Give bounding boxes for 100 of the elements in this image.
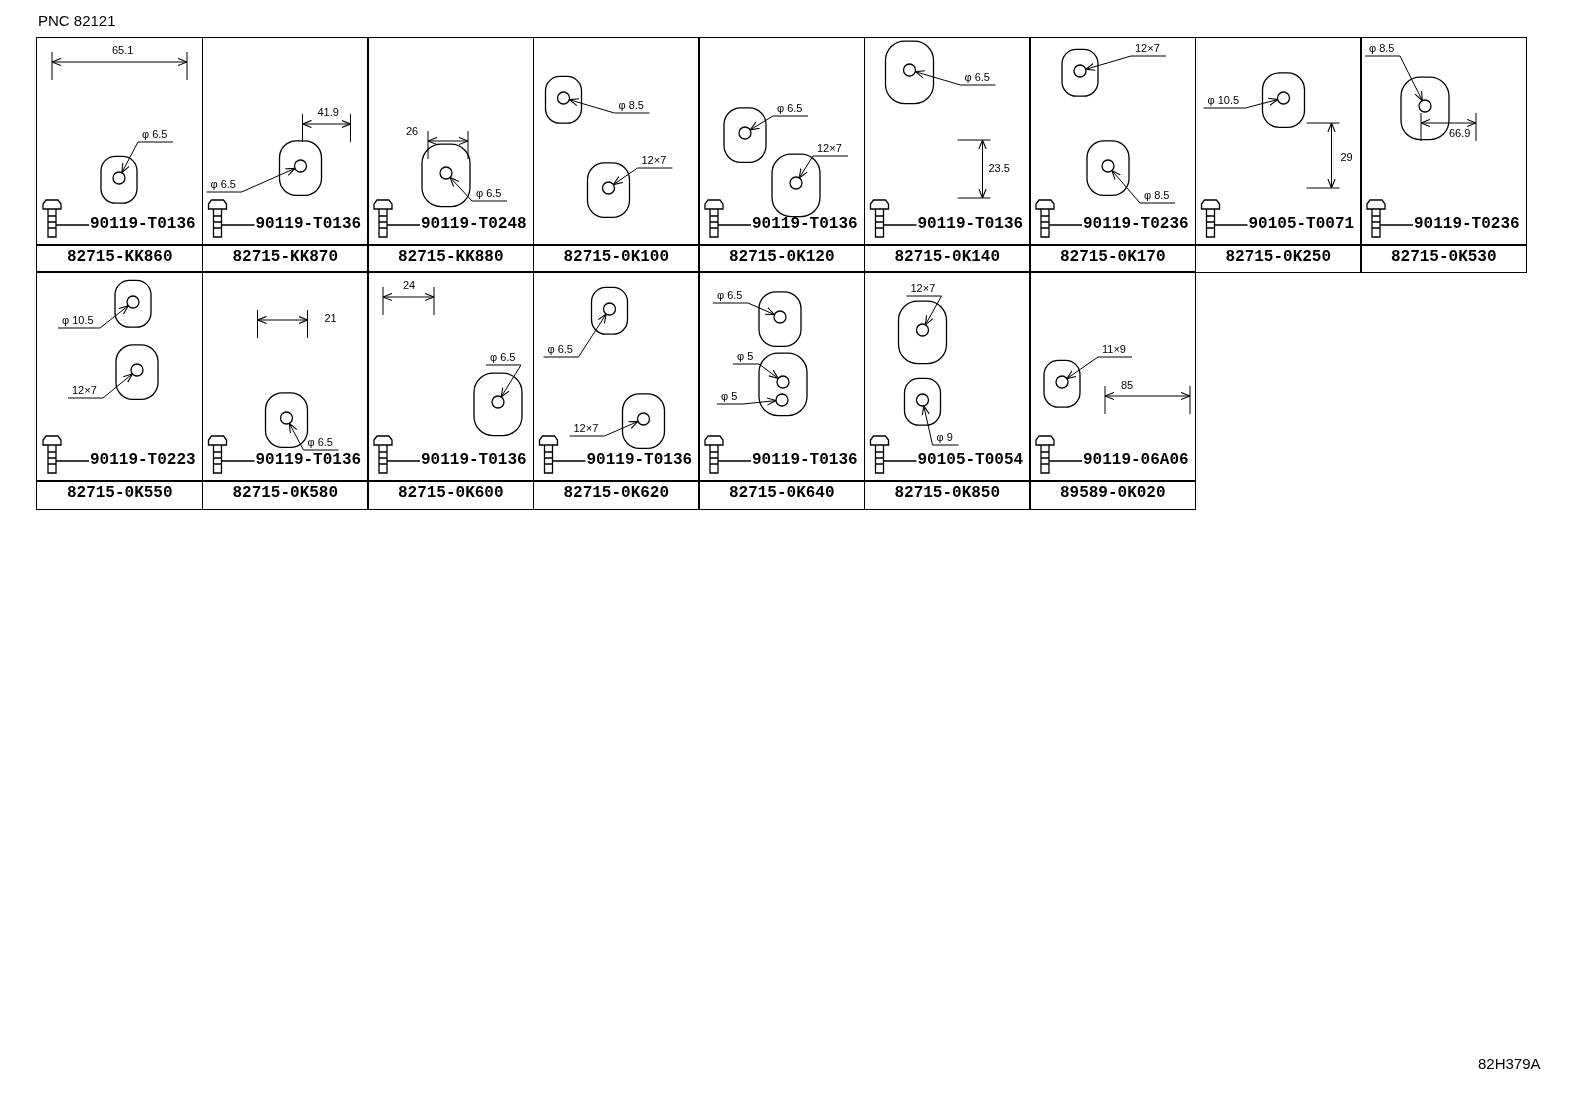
mounting-hole bbox=[789, 176, 803, 190]
mounting-hole bbox=[556, 91, 571, 105]
dimension-label: φ 5 bbox=[737, 350, 754, 363]
part-number: 82715-0K120 bbox=[698, 244, 866, 273]
diagram-title: PNC 82121 bbox=[38, 12, 116, 29]
leader-line bbox=[749, 115, 809, 131]
dimension-label: 23.5 bbox=[988, 162, 1010, 175]
leader-line bbox=[67, 373, 133, 399]
dimension-label: φ 6.5 bbox=[210, 178, 236, 191]
leader-line bbox=[543, 313, 607, 358]
mounting-hole bbox=[636, 412, 651, 426]
leader-line bbox=[1066, 356, 1133, 380]
dimension-label: 41.9 bbox=[317, 106, 339, 119]
part-number: 82715-0K550 bbox=[36, 480, 204, 510]
dimension-label: φ 9 bbox=[936, 431, 953, 444]
mounting-hole bbox=[915, 393, 930, 407]
part-number: 82715-0K850 bbox=[863, 480, 1031, 510]
dimension-label: 12×7 bbox=[573, 422, 599, 435]
part-number: 82715-KK870 bbox=[201, 244, 369, 273]
mounting-hole bbox=[1055, 375, 1069, 389]
dimension-label: 12×7 bbox=[641, 154, 667, 167]
part-number: 82715-0K100 bbox=[532, 244, 700, 273]
dimension-label: φ 6.5 bbox=[476, 187, 502, 200]
dimension-label: 29 bbox=[1340, 151, 1353, 164]
dimension-label: φ 6.5 bbox=[717, 289, 743, 302]
figure-code: 82H379A bbox=[1478, 1055, 1541, 1072]
dimension-label: 85 bbox=[1121, 379, 1134, 392]
part-number: 82715-0K580 bbox=[201, 480, 369, 510]
leader-line bbox=[569, 420, 639, 437]
leader-line bbox=[1364, 55, 1423, 102]
bolt-part-number: 90119-T0136 bbox=[586, 451, 693, 469]
mounting-hole bbox=[1073, 64, 1087, 78]
leader-line bbox=[732, 363, 779, 379]
leader-line bbox=[914, 70, 996, 86]
leader-line bbox=[121, 141, 174, 174]
dimension-label: 66.9 bbox=[1449, 127, 1471, 140]
mounting-hole bbox=[130, 363, 144, 377]
leader-line bbox=[798, 155, 849, 179]
dimension-label: φ 6.5 bbox=[547, 343, 573, 356]
bolt-part-number: 90119-T0136 bbox=[255, 451, 362, 469]
mounting-hole bbox=[1276, 91, 1291, 105]
bolt-part-number: 90119-T0248 bbox=[421, 215, 527, 233]
bolt-part-number: 90119-T0136 bbox=[421, 451, 527, 469]
part-number: 82715-0K620 bbox=[532, 480, 700, 510]
mounting-hole bbox=[915, 323, 930, 337]
mounting-hole bbox=[293, 159, 308, 173]
dimension-label: φ 8.5 bbox=[618, 99, 644, 112]
dimension-label: φ 6.5 bbox=[142, 128, 168, 141]
bolt-part-number: 90119-06A06 bbox=[1083, 451, 1189, 469]
part-number: 89589-0K020 bbox=[1029, 480, 1197, 510]
leader-line bbox=[716, 397, 777, 406]
dimension-label: φ 6.5 bbox=[307, 436, 333, 449]
mounting-hole bbox=[776, 375, 790, 389]
bolt-part-number: 90119-T0136 bbox=[917, 215, 1024, 233]
leader-line bbox=[568, 98, 650, 114]
mounting-hole bbox=[112, 171, 126, 185]
mounting-hole bbox=[279, 411, 294, 425]
dimension-label: 21 bbox=[324, 312, 337, 325]
dimension-label: 65.1 bbox=[112, 44, 134, 57]
leader-line bbox=[288, 422, 339, 451]
part-number: 82715-0K170 bbox=[1029, 244, 1197, 273]
part-number: 82715-0K140 bbox=[863, 244, 1031, 273]
part-number: 82715-0K530 bbox=[1360, 244, 1528, 273]
leader-line bbox=[57, 305, 129, 329]
dimension-label: φ 8.5 bbox=[1369, 42, 1395, 55]
dimension-label: 12×7 bbox=[910, 282, 936, 295]
leader-line bbox=[612, 167, 673, 186]
part-number: 82715-KK860 bbox=[36, 244, 204, 273]
mounting-hole bbox=[1418, 99, 1432, 113]
leader-line bbox=[485, 364, 522, 398]
dimension-label: φ 8.5 bbox=[1144, 189, 1170, 202]
dimension-label: φ 6.5 bbox=[964, 71, 990, 84]
dimension-label: φ 10.5 bbox=[62, 314, 94, 327]
bolt-part-number: 90105-T0054 bbox=[917, 451, 1024, 469]
bolt-part-number: 90119-T0236 bbox=[1414, 215, 1520, 233]
part-number: 82715-0K600 bbox=[367, 480, 535, 510]
mounting-hole bbox=[775, 393, 789, 407]
dimension-label: 12×7 bbox=[72, 384, 97, 397]
dimension-label: 24 bbox=[403, 279, 416, 292]
bolt-part-number: 90119-T0136 bbox=[255, 215, 362, 233]
dimension-label: 26 bbox=[406, 125, 419, 138]
leader-line bbox=[712, 302, 776, 316]
dimension-label: φ 6.5 bbox=[490, 351, 516, 364]
part-number: 82715-0K640 bbox=[698, 480, 866, 510]
dimension-label: φ 6.5 bbox=[777, 102, 803, 115]
part-number: 82715-KK880 bbox=[367, 244, 535, 273]
mounting-hole bbox=[902, 63, 917, 77]
mounting-hole bbox=[1101, 159, 1115, 173]
dimension-label: 12×7 bbox=[817, 142, 842, 155]
leader-line bbox=[449, 176, 508, 202]
mounting-hole bbox=[738, 126, 752, 140]
bolt-part-number: 90119-T0136 bbox=[90, 215, 196, 233]
dimension-label: φ 5 bbox=[721, 390, 738, 403]
bolt-part-number: 90119-T0223 bbox=[90, 451, 196, 469]
dimension-label: 11×9 bbox=[1102, 343, 1126, 356]
mounting-hole bbox=[601, 181, 616, 195]
part-number: 82715-0K250 bbox=[1194, 244, 1362, 273]
mounting-hole bbox=[126, 295, 140, 309]
bolt-part-number: 90119-T0136 bbox=[752, 451, 858, 469]
leader-line bbox=[206, 167, 296, 193]
